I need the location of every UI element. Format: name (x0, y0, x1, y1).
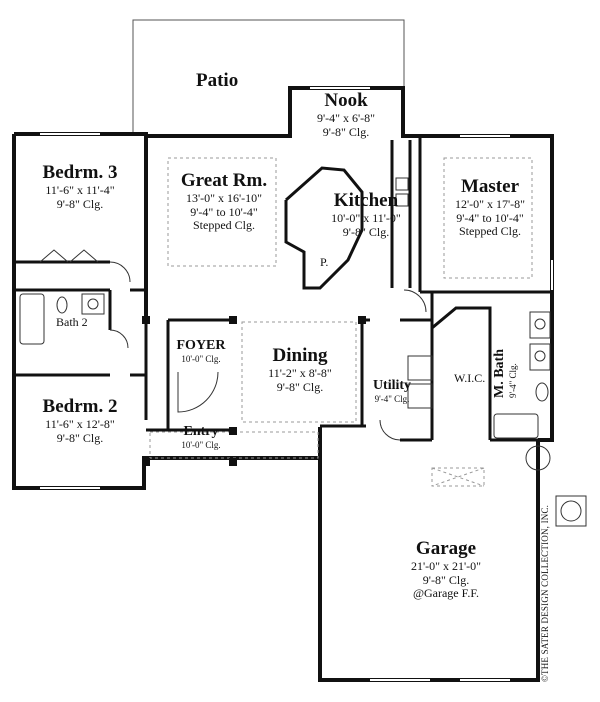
garage-label: Garage (415, 538, 477, 559)
garage-ceiling: 9'-8" Clg. (422, 572, 470, 587)
master-ceiling: 9'-4" to 10'-4" (456, 210, 524, 225)
great-room-label: Great Rm. (180, 170, 268, 191)
kitchen-label: Kitchen (333, 190, 399, 211)
patio-label: Patio (196, 70, 239, 91)
nook-ceiling: 9'-8" Clg. (322, 124, 370, 139)
great-room: Great Rm. 13'-0" x 16'-10" 9'-4" to 10'-… (162, 170, 286, 233)
bedroom2-ceiling: 9'-8" Clg. (56, 430, 104, 445)
master-bath-ceiling: 9'-4" Clg. (508, 363, 518, 398)
garage-note: @Garage F.F. (412, 586, 480, 601)
bedroom2-label: Bedrm. 2 (42, 396, 118, 417)
pantry-label: P. (320, 255, 329, 269)
foyer-label: FOYER (176, 338, 226, 353)
bath2-label: Bath 2 (56, 315, 88, 329)
dining-room: Dining 11'-2" x 8'-8" 9'-8" Clg. (250, 345, 350, 394)
bedroom3-size: 11'-6" x 11'-4" (45, 182, 115, 197)
nook-size: 9'-4" x 6'-8" (316, 110, 376, 125)
great-room-size: 13'-0" x 16'-10" (185, 190, 263, 205)
nook-room: Nook 9'-4" x 6'-8" 9'-8" Clg. (296, 90, 396, 139)
interior-walls (14, 136, 552, 442)
utility-ceiling: 9'-4" Clg. (374, 394, 410, 405)
bedroom3-ceiling: 9'-8" Clg. (56, 196, 104, 211)
patio-outline (132, 19, 405, 136)
wic-label: W.I.C. (454, 371, 486, 385)
utility-label: Utility (372, 378, 412, 393)
great-room-ceiling: 9'-4" to 10'-4" (190, 204, 258, 219)
bedroom3-label: Bedrm. 3 (42, 162, 118, 183)
dining-label: Dining (272, 345, 328, 366)
nook-label: Nook (324, 90, 368, 111)
bedroom3-room: Bedrm. 3 11'-6" x 11'-4" 9'-8" Clg. (20, 162, 140, 211)
kitchen-ceiling: 9'-8" Clg. (342, 224, 390, 239)
foyer-ceiling: 10'-0" Clg. (181, 354, 221, 365)
bedroom2-size: 11'-6" x 12'-8" (45, 416, 115, 431)
columns (142, 316, 366, 466)
bedroom2-room: Bedrm. 2 11'-6" x 12'-8" 9'-8" Clg. (20, 396, 140, 445)
door-swings (39, 249, 427, 441)
kitchen-size: 10'-0" x 11'-0" (331, 210, 401, 225)
master-note: Stepped Clg. (459, 224, 521, 239)
entry-room: Entry 10'-0" Clg. (170, 424, 232, 450)
foyer-room: FOYER 10'-0" Clg. (170, 338, 232, 364)
master-bath-label: M. Bath (492, 349, 507, 398)
garage-size: 21'-0" x 21'-0" (410, 558, 482, 573)
master-bath-room: M. Bath 9'-4" Clg. (492, 349, 518, 398)
dining-size: 11'-2" x 8'-8" (268, 365, 332, 380)
fixtures (19, 177, 587, 527)
utility-room: Utility 9'-4" Clg. (366, 378, 418, 404)
master-label: Master (460, 176, 520, 197)
kitchen-room: Kitchen 10'-0" x 11'-0" 9'-8" Clg. (318, 190, 414, 239)
windows (40, 87, 553, 681)
entry-label: Entry (183, 424, 219, 439)
dining-ceiling: 9'-8" Clg. (276, 379, 324, 394)
garage-room: Garage 21'-0" x 21'-0" 9'-8" Clg. @Garag… (384, 538, 508, 601)
master-room: Master 12'-0" x 17'-8" 9'-4" to 10'-4" S… (430, 176, 550, 239)
entry-ceiling: 10'-0" Clg. (181, 440, 221, 451)
copyright-text: ©THE SATER DESIGN COLLECTION, INC. (540, 504, 550, 682)
master-size: 12'-0" x 17'-8" (454, 196, 526, 211)
great-room-note: Stepped Clg. (193, 218, 255, 233)
